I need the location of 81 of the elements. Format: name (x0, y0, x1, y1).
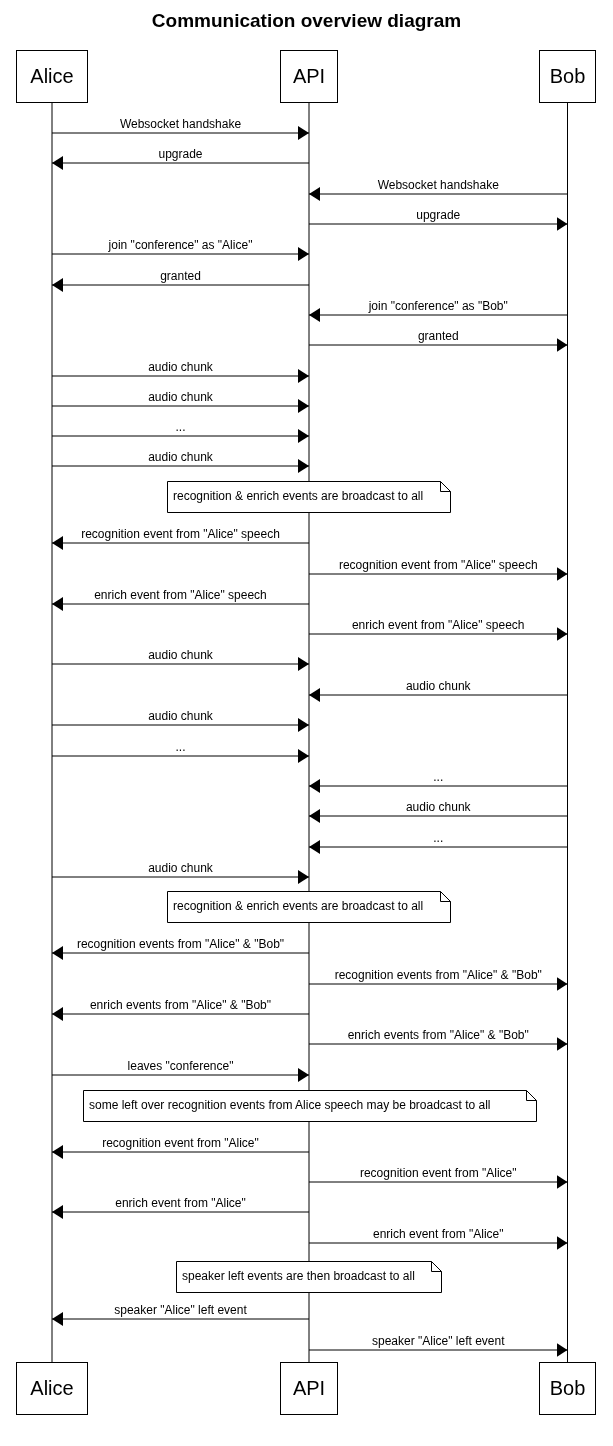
message-arrow (51, 1205, 310, 1219)
message-arrow (308, 187, 568, 201)
participant-box: Bob (539, 50, 596, 103)
message-label: audio chunk (148, 390, 213, 404)
note-text: recognition & enrich events are broadcast to all (173, 899, 424, 913)
message-arrow (51, 156, 310, 170)
message-arrow (51, 399, 310, 413)
message-label: audio chunk (148, 861, 213, 875)
message-arrow (51, 1145, 310, 1159)
message-label: join "conference" as "Alice" (108, 238, 253, 252)
message-arrow (308, 1236, 568, 1250)
participant-box: API (280, 1362, 338, 1415)
message-arrow (51, 1312, 310, 1326)
message-arrow (51, 749, 310, 763)
message-label: granted (417, 329, 459, 343)
message-arrow (51, 278, 310, 292)
message-arrow (51, 369, 310, 383)
message-label: audio chunk (405, 679, 471, 693)
message-label: ... (433, 831, 444, 845)
message-label: granted (160, 269, 201, 283)
message-arrow (51, 536, 310, 550)
message-label: join "conference" as "Bob" (368, 299, 508, 313)
note-text: speaker left events are then broadcast to all (182, 1269, 415, 1283)
message-label: audio chunk (148, 450, 213, 464)
message-label: recognition event from "Alice" (359, 1166, 517, 1180)
message-label: Websocket handshake (377, 178, 499, 192)
message-label: recognition event from "Alice" speech (338, 558, 538, 572)
message-label: audio chunk (148, 648, 213, 662)
message-label: recognition event from "Alice" speech (81, 527, 280, 541)
message-arrow (51, 946, 310, 960)
message-arrow (51, 459, 310, 473)
message-arrow (51, 429, 310, 443)
message-label: ... (175, 740, 186, 754)
message-label: recognition events from "Alice" & "Bob" (334, 968, 542, 982)
message-label: audio chunk (148, 360, 213, 374)
message-arrow (308, 977, 568, 991)
message-arrow (308, 217, 568, 231)
message-label: enrich events from "Alice" & "Bob" (89, 998, 272, 1012)
message-arrow (308, 627, 568, 641)
message-arrow (308, 688, 568, 702)
message-arrow (51, 126, 310, 140)
message-label: enrich event from "Alice" speech (351, 618, 525, 632)
message-label: Websocket handshake (119, 117, 242, 131)
message-label: audio chunk (405, 800, 471, 814)
message-arrow (308, 338, 568, 352)
message-arrow (51, 657, 310, 671)
message-arrow (51, 1068, 310, 1082)
participant-box: Alice (16, 50, 88, 103)
message-label: speaker "Alice" left event (371, 1334, 505, 1348)
message-arrow (308, 809, 568, 823)
message-label: upgrade (158, 147, 203, 161)
participant-box: API (280, 50, 338, 103)
message-label: enrich event from "Alice" speech (94, 588, 267, 602)
message-label: ... (175, 420, 186, 434)
message-label: speaker "Alice" left event (114, 1303, 247, 1317)
note-text: recognition & enrich events are broadcast to all (173, 489, 424, 503)
message-arrow (308, 1037, 568, 1051)
message-label: upgrade (416, 208, 461, 222)
message-arrow (51, 718, 310, 732)
message-arrow (51, 1007, 310, 1021)
participant-box: Alice (16, 1362, 88, 1415)
message-arrow (51, 597, 310, 611)
message-label: leaves "conference" (127, 1059, 234, 1073)
message-label: enrich event from "Alice" (115, 1196, 246, 1210)
participant-box: Bob (539, 1362, 596, 1415)
message-arrow (308, 840, 568, 854)
message-label: recognition events from "Alice" & "Bob" (76, 937, 285, 951)
message-arrow (308, 567, 568, 581)
message-arrow (308, 1175, 568, 1189)
message-label: audio chunk (148, 709, 213, 723)
message-arrow (308, 308, 568, 322)
diagram-title: Communication overview diagram (150, 10, 463, 32)
message-arrow (51, 247, 310, 261)
note-text: some left over recognition events from Alice speech may be broadcast to all (89, 1098, 491, 1112)
message-arrow (308, 1343, 568, 1357)
message-arrow (308, 779, 568, 793)
message-arrow (51, 870, 310, 884)
message-label: recognition event from "Alice" (102, 1136, 259, 1150)
message-label: enrich event from "Alice" (372, 1227, 504, 1241)
message-label: ... (433, 770, 444, 784)
message-label: enrich events from "Alice" & "Bob" (347, 1028, 529, 1042)
